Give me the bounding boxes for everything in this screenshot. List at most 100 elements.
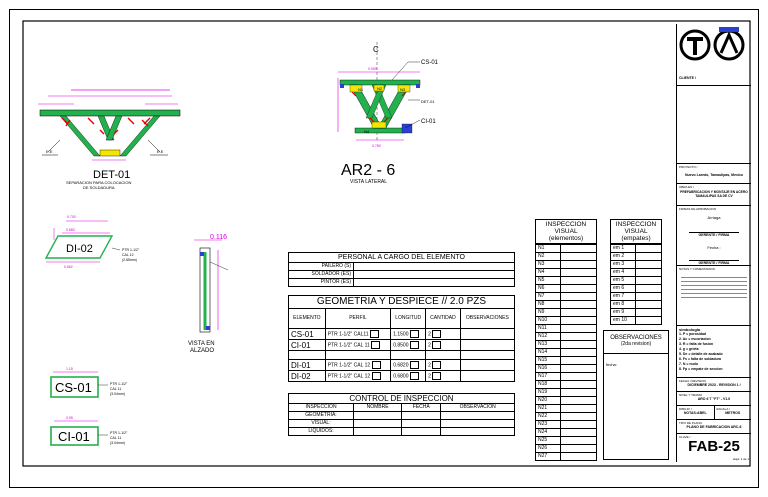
control-cell[interactable] [401,427,442,436]
control-cell[interactable] [353,419,403,428]
insp-elem-cell[interactable] [560,308,597,317]
personal-title: PERSONAL A CARGO DEL ELEMENTO [288,252,515,263]
control-cell[interactable] [353,427,403,436]
geom-checkbox[interactable] [409,371,419,380]
geom-checkbox[interactable] [369,329,379,338]
alzado-title-1: VISTA EN [188,341,215,347]
geom-checkbox[interactable] [371,340,381,349]
insp-emp-cell[interactable] [635,292,662,301]
insp-elem-cell[interactable] [560,244,597,253]
insp-elem-cell[interactable] [560,372,597,381]
insp-emp-cell[interactable] [635,284,662,293]
insp-elem-cell[interactable] [560,436,597,445]
control-cell[interactable] [353,411,403,420]
control-panel: CONTROL DE INSPECCION INSPECCION NOMBRE … [287,393,515,436]
table-row: N11 [535,324,597,333]
insp-elem-cell[interactable] [560,412,597,421]
ar-n1: N1 [358,87,364,92]
clave-label: CLAVE / [679,435,691,439]
hoja: Hoja: 1 de 1 [732,457,749,461]
geom-checkbox[interactable] [409,329,419,338]
insp-emp-label: em 8 [610,300,636,309]
insp-elem-cell[interactable] [560,444,597,453]
clave: FAB-25 [688,438,740,455]
di02-drawing [44,220,121,263]
table-row: N4 [535,268,597,277]
insp-emp-cell[interactable] [635,316,662,325]
geom-obs[interactable] [459,339,516,351]
cs01-spec-2: CAL 11 [110,387,121,391]
personal-cell[interactable] [353,278,515,287]
table-row: N7 [535,292,597,301]
ci01-dim: 0.95 [66,416,73,420]
insp-elem-cell[interactable] [560,348,597,357]
insp-elem-cell[interactable] [560,252,597,261]
insp-emp-label: em 1 [610,244,636,253]
table-row: CS-01 PTR 1-1/2" CAL11 1.1500 2 [288,328,516,340]
insp-elem-cell[interactable] [560,284,597,293]
insp-elem-cell[interactable] [560,404,597,413]
control-cell[interactable] [401,419,442,428]
table-row: em 5 [610,276,662,285]
company-logo-icon [679,27,745,61]
escala-label: ESCALA / [716,407,730,411]
insp-emp-cell[interactable] [635,244,662,253]
insp-emp-cell[interactable] [635,260,662,269]
insp-elem-label: N11 [535,324,561,333]
insp-emp-cell[interactable] [635,300,662,309]
geom-checkbox[interactable] [432,371,442,380]
insp-emp-cell[interactable] [635,276,662,285]
insp-elem-label: N4 [535,268,561,277]
insp-elem-cell[interactable] [560,388,597,397]
insp-elem-cell[interactable] [560,340,597,349]
insp-elem-cell[interactable] [560,324,597,333]
geom-checkbox[interactable] [371,371,381,380]
insp-elem-cell[interactable] [560,316,597,325]
geom-checkbox[interactable] [432,329,442,338]
logo-area: CLIENTE / [677,24,751,86]
geom-checkbox[interactable] [432,340,442,349]
geom-obs[interactable] [459,328,516,340]
insp-emp-cell[interactable] [635,308,662,317]
table-row: N25 [535,436,597,445]
obs-subtitle: (2da revision) [620,341,652,347]
insp-elem-cell[interactable] [560,300,597,309]
insp-emp-cell[interactable] [635,268,662,277]
di02-dim-4: 0.662 [64,265,73,269]
insp-elem-cell[interactable] [560,268,597,277]
insp-elem-cell[interactable] [560,452,597,461]
control-cell[interactable] [440,427,515,436]
insp-emp-cell[interactable] [635,252,662,261]
insp-elem-cell[interactable] [560,428,597,437]
personal-cell[interactable] [353,262,515,271]
insp-elem-cell[interactable] [560,396,597,405]
control-cell[interactable] [440,411,515,420]
insp-elem-cell[interactable] [560,276,597,285]
geom-obs[interactable] [459,359,516,371]
insp-elem-cell[interactable] [560,332,597,341]
personal-cell[interactable] [353,270,515,279]
control-cell[interactable] [440,419,515,428]
table-row: N6 [535,284,597,293]
observaciones-panel: OBSERVACIONES (2da revision) fecha: [603,330,669,460]
geom-checkbox[interactable] [432,360,442,369]
ar-subtitle: VISTA LATERAL [350,179,387,185]
geom-checkbox[interactable] [371,360,381,369]
tb-blank-1 [677,86,751,164]
control-cell[interactable] [401,411,442,420]
geom-long: 0.6800 [393,373,409,380]
insp-elem-cell[interactable] [560,356,597,365]
insp-emp-label: em 2 [610,252,636,261]
geom-checkbox[interactable] [409,360,419,369]
fecha-rev-label: FECHA / REVISION [679,379,706,383]
title-block: CLIENTE / PROYECTO / Nuevo Laredo, Tamau… [676,24,751,462]
insp-elem-cell[interactable] [560,364,597,373]
geom-checkbox[interactable] [409,340,419,349]
insp-elem-cell[interactable] [560,292,597,301]
insp-elem-cell[interactable] [560,260,597,269]
geom-obs[interactable] [459,370,516,382]
insp-elem-cell[interactable] [560,420,597,429]
insp-elem-cell[interactable] [560,380,597,389]
